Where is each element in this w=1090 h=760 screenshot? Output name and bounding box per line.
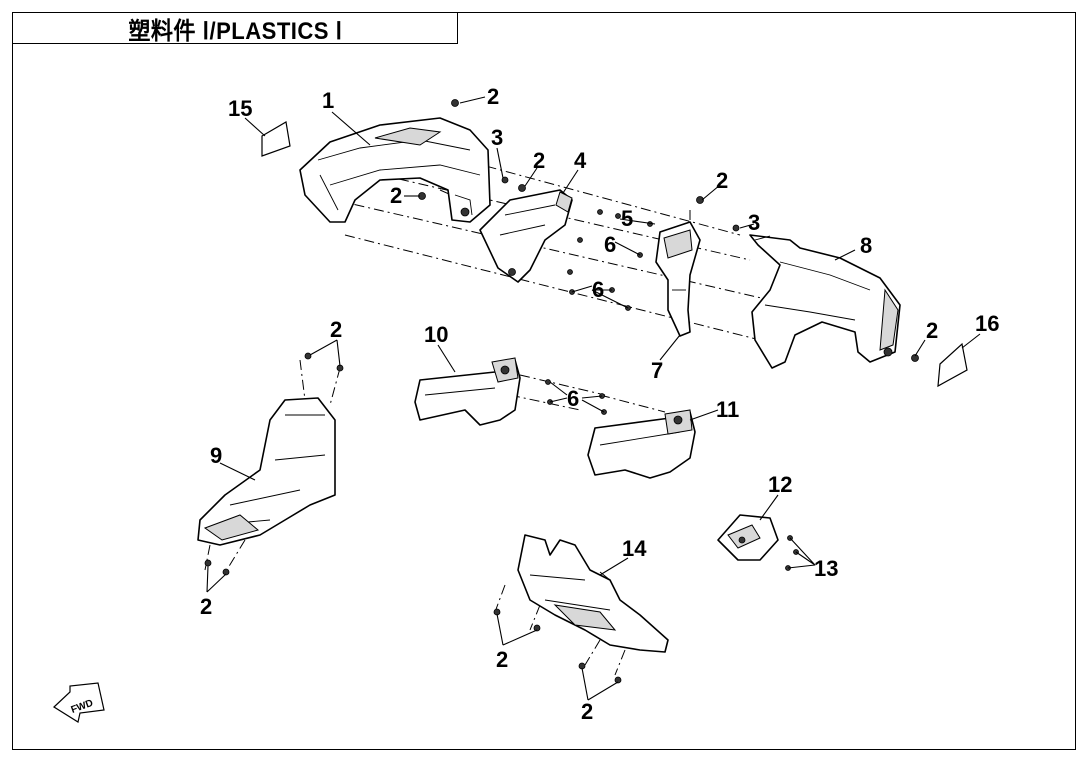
callout-10: 10: [424, 322, 448, 347]
part-15-decal: [261, 121, 291, 157]
part-1-front-fender: [299, 117, 491, 223]
part-8-front-fender-right: [749, 234, 901, 369]
callout-2: 2: [390, 183, 402, 208]
callout-9: 9: [210, 443, 222, 468]
drawing-frame: [12, 12, 1076, 750]
part-16-decal: [937, 342, 968, 388]
callout-2: 2: [200, 594, 212, 619]
callout-2: 2: [533, 148, 545, 173]
callout-6: 6: [567, 386, 579, 411]
callout-7: 7: [651, 358, 663, 383]
part-12-bracket: [717, 514, 779, 561]
callout-6: 6: [592, 277, 604, 302]
callout-1: 1: [322, 88, 334, 113]
fwd-arrow-icon: FWD: [53, 682, 105, 723]
callout-2: 2: [487, 84, 499, 109]
callout-16: 16: [975, 311, 999, 336]
part-10-side-box: [414, 357, 521, 426]
callout-8: 8: [860, 233, 872, 258]
part-9-seat-console: [197, 397, 336, 546]
callout-5: 5: [621, 206, 633, 231]
callout-2: 2: [716, 168, 728, 193]
part-11-side-box-right: [587, 409, 696, 479]
callout-3: 3: [748, 210, 760, 235]
callout-13: 13: [814, 556, 838, 581]
leader-lines: [206, 96, 981, 701]
callout-labels: 1 2 2 2 2 2 2 2 2 2 3 3 4 5 6 6 6 7 8 9 …: [200, 84, 999, 724]
part-7-center-bracket: [655, 221, 701, 337]
callout-2: 2: [496, 647, 508, 672]
callout-6: 6: [604, 232, 616, 257]
callout-12: 12: [768, 472, 792, 497]
callout-3: 3: [491, 125, 503, 150]
callout-14: 14: [622, 536, 647, 561]
page-title: 塑料件 Ⅰ/PLASTICS Ⅰ: [127, 17, 343, 45]
callout-2: 2: [581, 699, 593, 724]
callout-2: 2: [330, 317, 342, 342]
part-14-lower-guard: [517, 534, 669, 653]
part-4-side-panel: [479, 189, 573, 283]
callout-2: 2: [926, 318, 938, 343]
callout-11: 11: [716, 397, 739, 422]
title-block: 塑料件 Ⅰ/PLASTICS Ⅰ: [12, 12, 458, 45]
callout-15: 15: [228, 96, 252, 121]
callout-4: 4: [574, 148, 587, 173]
